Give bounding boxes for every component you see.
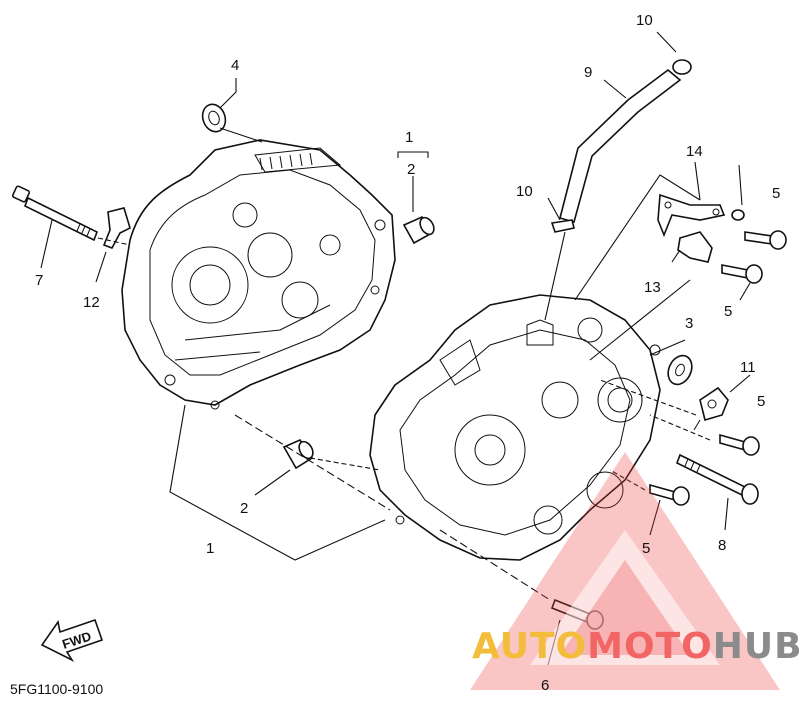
callout-12: 12: [83, 294, 100, 311]
screw-part-5-a: [744, 230, 787, 250]
callout-9: 9: [584, 64, 592, 81]
breather-hose-part-9: [559, 68, 682, 223]
callout-14: 14: [686, 143, 703, 160]
hose-clip-mid: [550, 219, 575, 233]
callout-10-top: 10: [636, 12, 653, 29]
callout-5-b: 5: [724, 303, 732, 320]
screw-part-5-d: [649, 483, 690, 506]
watermark-triangle-mid: [560, 560, 690, 655]
svg-text:AUTOMOTOHUB: AUTOMOTOHUB: [472, 626, 800, 667]
watermark-moto: MOTO: [587, 626, 713, 667]
callout-10-mid: 10: [516, 183, 533, 200]
callout-labels: 4 1 2 7 12 10 9 14 10 5 13 5 3 11 5 2 1 …: [35, 12, 780, 694]
callout-5-a: 5: [772, 185, 780, 202]
clamp-part-13: [677, 231, 713, 263]
washer-part-4: [201, 103, 227, 133]
automotohub-watermark: AUTOMOTOHUB: [470, 452, 800, 690]
diagram-code: 5FG1100-9100: [10, 681, 103, 697]
callout-13: 13: [644, 279, 661, 296]
forward-arrow: FWD: [40, 618, 104, 662]
forward-arrow-icon: [40, 618, 104, 662]
callout-2-low: 2: [240, 500, 248, 517]
screw-part-5-c: [719, 433, 760, 456]
callout-7: 7: [35, 272, 43, 289]
callout-1-top: 1: [405, 129, 413, 146]
washer-part-3: [667, 354, 693, 386]
clip-part-12: [102, 207, 131, 249]
callout-3: 3: [685, 315, 693, 332]
leader-lines: [40, 31, 751, 666]
watermark-hub: HUB: [713, 626, 800, 667]
right-crankcase-half: [369, 294, 661, 561]
callout-11: 11: [740, 359, 756, 376]
long-bolt-part-7: [11, 185, 99, 242]
hose-clip-top: [672, 59, 692, 75]
long-bolt-part-8: [675, 453, 759, 505]
callout-1-low: 1: [206, 540, 214, 557]
watermark-triangle-outer: [470, 452, 780, 690]
callout-6: 6: [541, 677, 549, 694]
watermark-triangle-inner: [530, 530, 720, 665]
callout-5-d: 5: [642, 540, 650, 557]
bolt-part-6: [550, 598, 604, 630]
screw-part-5-b: [721, 264, 763, 284]
bracket-part-14: [657, 193, 726, 238]
callout-2-top: 2: [407, 161, 415, 178]
callout-5-c: 5: [757, 393, 765, 410]
callout-8: 8: [718, 537, 726, 554]
dowel-pin-lower: [282, 438, 314, 470]
plate-part-11: [693, 386, 729, 431]
callout-4: 4: [231, 57, 239, 74]
left-crankcase-half: [121, 139, 396, 410]
watermark-auto: AUTO: [472, 626, 587, 667]
ground-lead-wire: [731, 164, 745, 221]
dowel-pin-top: [402, 215, 435, 245]
